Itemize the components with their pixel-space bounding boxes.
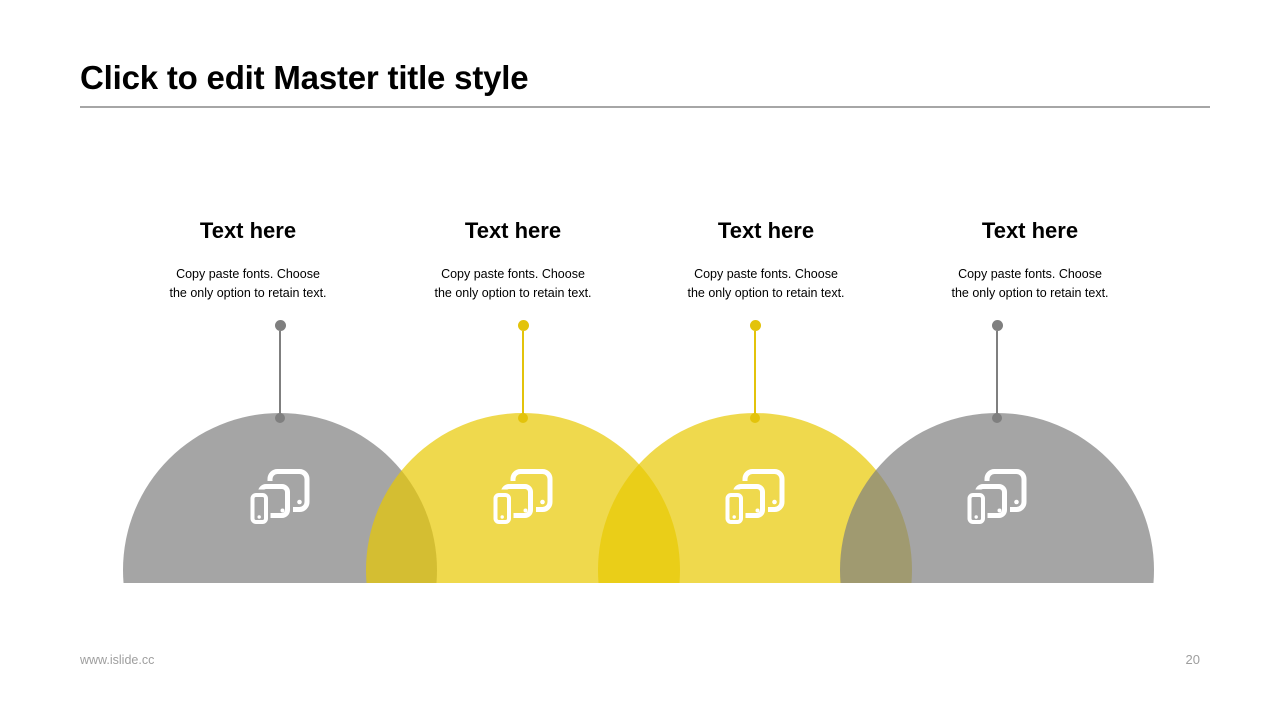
column-description: Copy paste fonts. Choose the only option… xyxy=(646,265,886,303)
text-column-3[interactable]: Text here Copy paste fonts. Choose the o… xyxy=(646,218,886,303)
page-number: 20 xyxy=(1185,652,1200,667)
responsive-devices-icon xyxy=(965,469,1029,527)
connector-dot-top xyxy=(517,320,529,331)
connector-dot-bottom xyxy=(275,413,285,423)
connector-line xyxy=(279,331,281,418)
description-line-2: the only option to retain text. xyxy=(951,286,1109,300)
text-column-1[interactable]: Text here Copy paste fonts. Choose the o… xyxy=(128,218,368,303)
responsive-devices-icon xyxy=(491,469,555,527)
description-line-1: Copy paste fonts. Choose xyxy=(694,267,838,281)
column-description: Copy paste fonts. Choose the only option… xyxy=(128,265,368,303)
description-line-2: the only option to retain text. xyxy=(434,286,592,300)
description-line-2: the only option to retain text. xyxy=(687,286,845,300)
text-column-4[interactable]: Text here Copy paste fonts. Choose the o… xyxy=(910,218,1150,303)
column-description: Copy paste fonts. Choose the only option… xyxy=(910,265,1150,303)
column-heading: Text here xyxy=(464,218,562,243)
connector-line xyxy=(996,331,998,418)
slide-title[interactable]: Click to edit Master title style xyxy=(80,59,529,96)
column-heading: Text here xyxy=(199,218,297,243)
connector-dot-bottom xyxy=(992,413,1002,423)
description-line-1: Copy paste fonts. Choose xyxy=(958,267,1102,281)
footer-website: www.islide.cc xyxy=(80,653,155,667)
connector-dot-top xyxy=(991,320,1003,331)
responsive-devices-icon xyxy=(248,469,312,527)
description-line-1: Copy paste fonts. Choose xyxy=(176,267,320,281)
connector-dot-top xyxy=(274,320,286,331)
column-heading: Text here xyxy=(717,218,815,243)
dome-group xyxy=(123,413,1154,583)
connector-dot-bottom xyxy=(518,413,528,423)
column-description: Copy paste fonts. Choose the only option… xyxy=(393,265,633,303)
text-column-2[interactable]: Text here Copy paste fonts. Choose the o… xyxy=(393,218,633,303)
connector-line xyxy=(522,331,524,418)
connector-dot-bottom xyxy=(750,413,760,423)
description-line-2: the only option to retain text. xyxy=(169,286,327,300)
responsive-devices-icon xyxy=(723,469,787,527)
column-heading: Text here xyxy=(981,218,1079,243)
connector-dot-top xyxy=(749,320,761,331)
description-line-1: Copy paste fonts. Choose xyxy=(441,267,585,281)
connector-line xyxy=(754,331,756,418)
title-divider xyxy=(80,106,1210,108)
